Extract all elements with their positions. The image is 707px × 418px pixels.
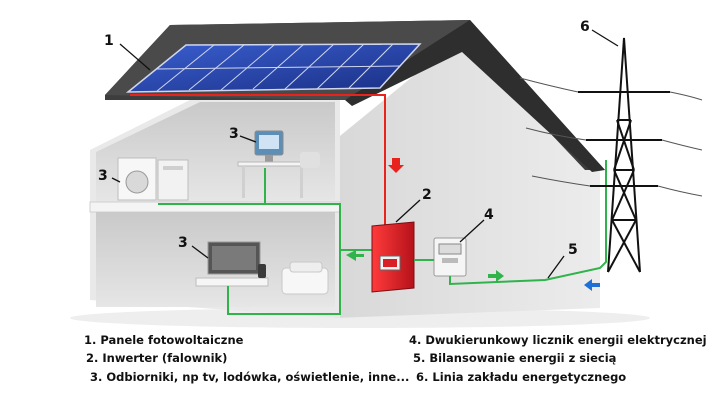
desk-computer <box>237 130 320 198</box>
solar-panels <box>125 43 422 93</box>
callout-3-computer: 3 <box>229 126 239 142</box>
tv-and-sofa <box>195 241 329 295</box>
callout-4: 4 <box>484 207 494 223</box>
legend-item-3: 3. Odbiorniki, np tv, lodówka, oświetlen… <box>90 370 410 384</box>
legend-item-2: 2. Inwerter (falownik) <box>86 351 228 365</box>
legend-item-1: 1. Panele fotowoltaiczne <box>84 333 244 347</box>
export-arrow <box>488 270 504 282</box>
dc-down-arrow <box>388 158 404 173</box>
legend-item-5: 5. Bilansowanie energii z siecią <box>413 351 617 365</box>
callout-1: 1 <box>104 33 114 49</box>
washing-machines <box>117 157 189 201</box>
legend-item-6: 6. Linia zakładu energetycznego <box>416 370 627 384</box>
leader-lines <box>111 29 619 279</box>
legend-item-4: 4. Dwukierunkowy licznik energii elektry… <box>409 333 707 347</box>
roof-ridge-edge <box>345 20 605 172</box>
power-cables <box>519 77 703 197</box>
grid-connection <box>414 160 607 286</box>
callout-2: 2 <box>422 187 432 203</box>
ac-left-arrow <box>346 250 364 261</box>
energy-meter <box>433 237 467 277</box>
callout-5: 5 <box>568 242 578 258</box>
power-tower <box>578 37 670 273</box>
callout-6: 6 <box>580 19 590 35</box>
dc-line <box>130 94 386 228</box>
callout-3-washer: 3 <box>98 168 108 184</box>
import-arrow <box>584 279 600 291</box>
callout-3-tv: 3 <box>178 235 188 251</box>
inverter <box>371 221 415 293</box>
ground-shadow <box>70 308 650 328</box>
ac-wiring <box>158 168 372 315</box>
